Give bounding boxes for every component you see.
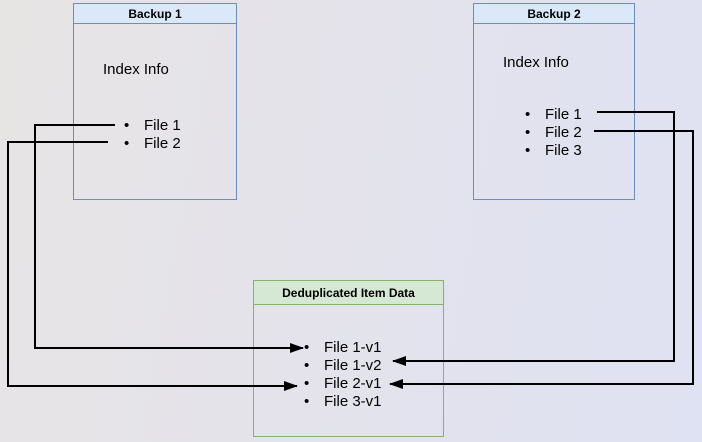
backup2-title: Backup 2	[527, 6, 581, 21]
backup2-file-list: File 1 File 2 File 3	[525, 106, 582, 160]
list-item: File 1-v1	[304, 339, 382, 357]
dedup-title: Deduplicated Item Data	[282, 285, 415, 300]
deduplicated-item-data-box: Deduplicated Item Data File 1-v1 File 1-…	[253, 280, 444, 437]
backup1-header: Backup 1	[74, 4, 236, 24]
list-item: File 2-v1	[304, 375, 382, 393]
dedup-header: Deduplicated Item Data	[254, 281, 443, 305]
backup1-index-info-label: Index Info	[103, 61, 169, 78]
backup2-header: Backup 2	[474, 4, 634, 24]
backup1-box: Backup 1 Index Info File 1 File 2	[73, 3, 237, 200]
list-item: File 3	[525, 142, 582, 160]
backup2-index-info-label: Index Info	[503, 54, 569, 71]
backup1-file-list: File 1 File 2	[124, 117, 181, 153]
list-item: File 1	[525, 106, 582, 124]
dedup-file-list: File 1-v1 File 1-v2 File 2-v1 File 3-v1	[304, 339, 382, 411]
list-item: File 1-v2	[304, 357, 382, 375]
backup2-box: Backup 2 Index Info File 1 File 2 File 3	[473, 3, 635, 200]
list-item: File 2	[525, 124, 582, 142]
backup1-title: Backup 1	[128, 6, 182, 21]
list-item: File 3-v1	[304, 393, 382, 411]
list-item: File 1	[124, 117, 181, 135]
list-item: File 2	[124, 135, 181, 153]
